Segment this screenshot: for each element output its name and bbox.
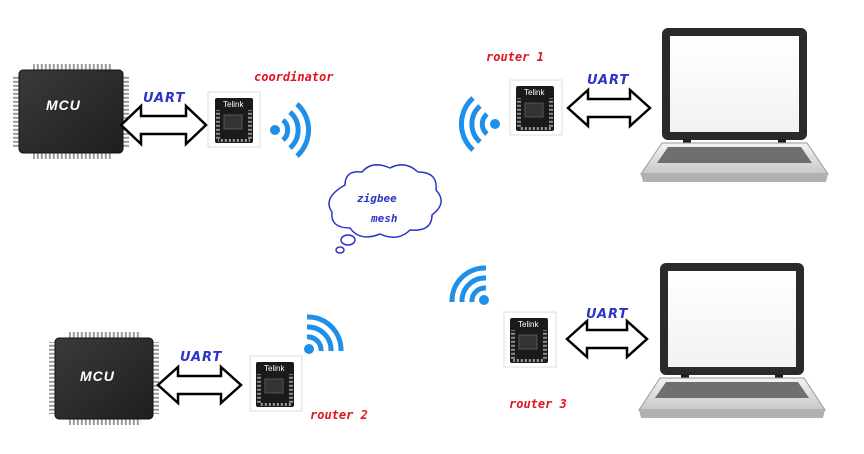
uart-label: UART — [180, 350, 223, 365]
telink-module-icon — [503, 311, 557, 368]
laptop-icon — [640, 28, 829, 182]
telink-module-icon — [207, 91, 261, 148]
double-arrow-icon — [119, 103, 208, 147]
mcu-chip-icon — [49, 332, 159, 425]
module-brand-label: Telink — [524, 88, 545, 97]
double-arrow-icon — [566, 87, 652, 129]
telink-module-icon — [249, 355, 303, 412]
module-brand-label: Telink — [518, 320, 539, 329]
mcu-label: MCU — [46, 97, 81, 113]
router-3-label: router 3 — [509, 397, 567, 411]
router-2-label: router 2 — [310, 408, 368, 422]
wifi-signal-icon — [304, 314, 344, 354]
double-arrow-icon — [156, 364, 243, 406]
uart-label: UART — [586, 307, 629, 322]
mcu-chip-icon — [13, 64, 129, 159]
wifi-signal-icon — [270, 102, 312, 158]
cloud-label-mesh: mesh — [371, 212, 398, 225]
cloud-label-zigbee: zigbee — [357, 192, 397, 205]
telink-module-icon — [509, 79, 563, 136]
router-1-label: router 1 — [486, 50, 544, 64]
module-brand-label: Telink — [264, 364, 285, 373]
double-arrow-icon — [565, 318, 649, 360]
coordinator-label: coordinator — [254, 70, 334, 84]
uart-label: UART — [143, 91, 186, 106]
wifi-signal-icon — [449, 265, 489, 305]
uart-label: UART — [587, 73, 630, 88]
thought-cloud-icon — [328, 164, 442, 254]
module-brand-label: Telink — [223, 100, 244, 109]
mcu-label: MCU — [80, 368, 115, 384]
laptop-icon — [638, 263, 826, 418]
wifi-signal-icon — [458, 96, 500, 152]
